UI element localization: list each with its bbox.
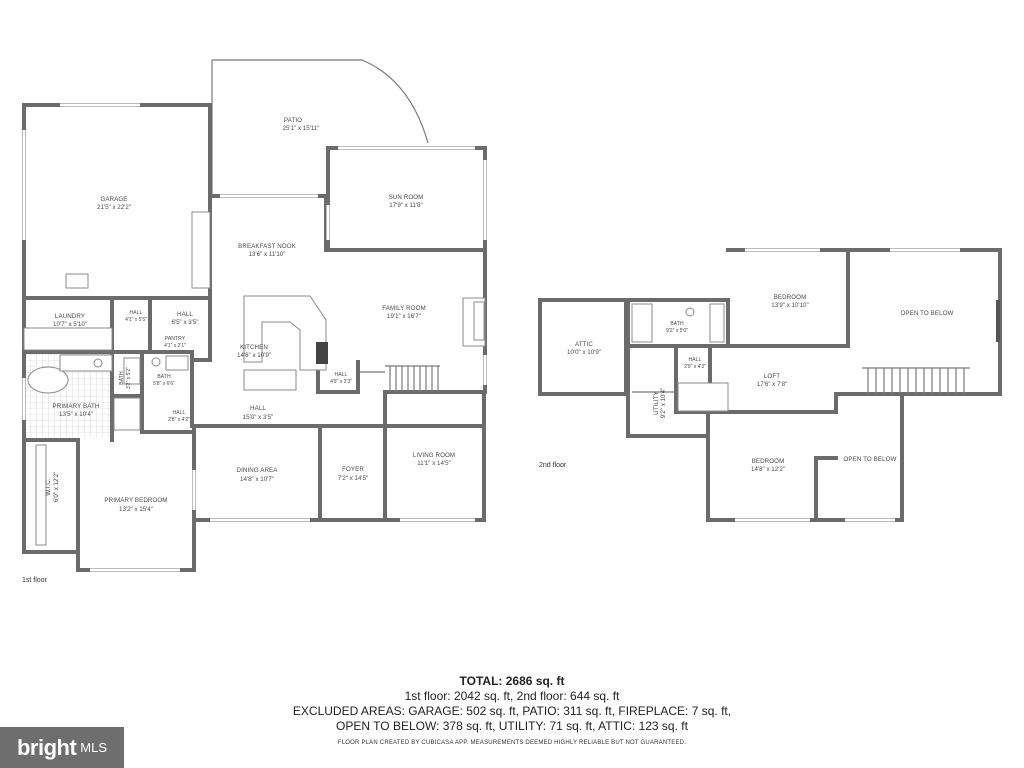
primary-bed-dim: 13'2" x 15'4" [119, 506, 153, 513]
bath-small-dim: 3'2" x 5'2" [126, 367, 132, 389]
sunroom-label: SUN ROOM [389, 194, 424, 201]
bedroom2-dim: 14'8" x 12'2" [751, 466, 785, 473]
patio-label: PATIO [284, 117, 302, 124]
patio-dim: 25'1" x 15'11" [283, 125, 320, 132]
second-floor-windows [735, 248, 960, 522]
total-area: TOTAL: 2686 sq. ft [459, 674, 565, 688]
kitchen-label: KITCHEN [240, 344, 268, 351]
attic-label: ATTIC [575, 341, 593, 348]
breakfast-label: BREAKFAST NOOK [238, 243, 296, 250]
first-floor-plan: PATIO 25'1" x 15'11" GARAGE 21'5" x 22'2… [22, 59, 487, 584]
kitchen-dim: 14'6" x 10'9" [237, 352, 271, 359]
credit-note: FLOOR PLAN CREATED BY CUBICASA APP. MEAS… [337, 740, 687, 746]
brand-name: bright [16, 734, 77, 760]
fixtures [23, 211, 486, 546]
family-dim: 19'1" x 16'7" [387, 313, 421, 320]
living-dim: 11'1" x 14'5" [417, 460, 450, 467]
first-floor-label: 1st floor [22, 577, 48, 584]
second-floor-label: 2nd floor [539, 462, 567, 469]
open-to-below-1: OPEN TO BELOW [901, 310, 954, 317]
hall-f2-label: HALL [689, 357, 702, 363]
pantry-label: PANTRY [165, 336, 186, 342]
garage-dim: 21'5" x 22'2" [97, 204, 131, 211]
laundry-label: LAUNDRY [55, 313, 85, 320]
hall3-label: HALL [335, 372, 348, 378]
floor-areas: 1st floor: 2042 sq. ft, 2nd floor: 644 s… [404, 689, 620, 703]
hall2-label: HALL [177, 311, 193, 318]
hall-main-label: HALL [250, 405, 266, 412]
primary-bath-dim: 13'5" x 10'4" [59, 411, 93, 418]
sunroom-dim: 17'9" x 11'8" [389, 202, 422, 209]
patio-outline [211, 59, 429, 196]
hall-small-label: HALL [130, 310, 143, 316]
loft-dim: 17'6" x 7'8" [757, 381, 788, 388]
bright-mls-logo: bright MLS [0, 727, 124, 768]
foyer-dim: 7'2" x 14'5" [338, 475, 369, 482]
family-label: FAMILY ROOM [382, 305, 426, 312]
bath2-label: BATH [157, 374, 171, 380]
wic-dim: 6'0" x 12'2" [53, 472, 60, 503]
hall-main-dim: 15'0" x 3'5" [243, 414, 274, 421]
loft-label: LOFT [764, 373, 780, 380]
hall4-dim: 2'8" x 4'2" [168, 417, 190, 423]
pantry-dim: 4'1" x 2'1" [164, 343, 186, 349]
bath-small-label: BATH [119, 371, 125, 385]
bedroom2-label: BEDROOM [752, 458, 785, 465]
bath2-dim: 5'8" x 6'6" [153, 381, 175, 387]
primary-bath-label: PRIMARY BATH [53, 403, 100, 410]
hall2-dim: 6'5" x 3'5" [171, 319, 198, 326]
breakfast-dim: 13'6" x 11'10" [249, 251, 286, 258]
dining-dim: 14'8" x 10'7" [240, 476, 274, 483]
bedroom1-label: BEDROOM [774, 294, 807, 301]
primary-bed-label: PRIMARY BEDROOM [104, 497, 167, 504]
hall-f2-dim: 2'9" x 4'3" [684, 364, 706, 370]
laundry-dim: 10'7" x 5'10" [53, 321, 87, 328]
hall3-dim: 4'9" x 2'3" [330, 379, 352, 385]
open-to-below-2: OPEN TO BELOW [844, 456, 897, 463]
hall-small-dim: 4'1" x 5'5" [125, 317, 147, 323]
second-floor-fixtures [631, 300, 1000, 412]
second-floor-plan: ATTIC 10'0" x 10'9" BATH 9'2" x 5'0" BED… [538, 248, 1002, 522]
excluded-areas-2: OPEN TO BELOW: 378 sq. ft, UTILITY: 71 s… [336, 719, 688, 733]
living-label: LIVING ROOM [413, 452, 455, 459]
area-summary: TOTAL: 2686 sq. ft 1st floor: 2042 sq. f… [0, 674, 1024, 746]
bath-f2-label: BATH [670, 321, 684, 327]
wic-label: W.I.C. [45, 478, 52, 496]
hall4-label: HALL [173, 410, 186, 416]
attic-dim: 10'0" x 10'9" [567, 349, 601, 356]
garage-label: GARAGE [100, 196, 127, 203]
bath-f2-dim: 9'2" x 5'0" [666, 328, 688, 334]
utility-label: UTILITY [653, 391, 660, 415]
windows [22, 103, 487, 572]
brand-suffix: MLS [80, 740, 108, 755]
dining-label: DINING AREA [237, 467, 279, 474]
excluded-areas-1: EXCLUDED AREAS: GARAGE: 502 sq. ft, PATI… [292, 704, 732, 718]
utility-dim: 9'2" x 10'4" [660, 388, 667, 419]
bedroom1-dim: 13'9" x 10'10" [771, 302, 808, 309]
foyer-label: FOYER [342, 466, 364, 473]
